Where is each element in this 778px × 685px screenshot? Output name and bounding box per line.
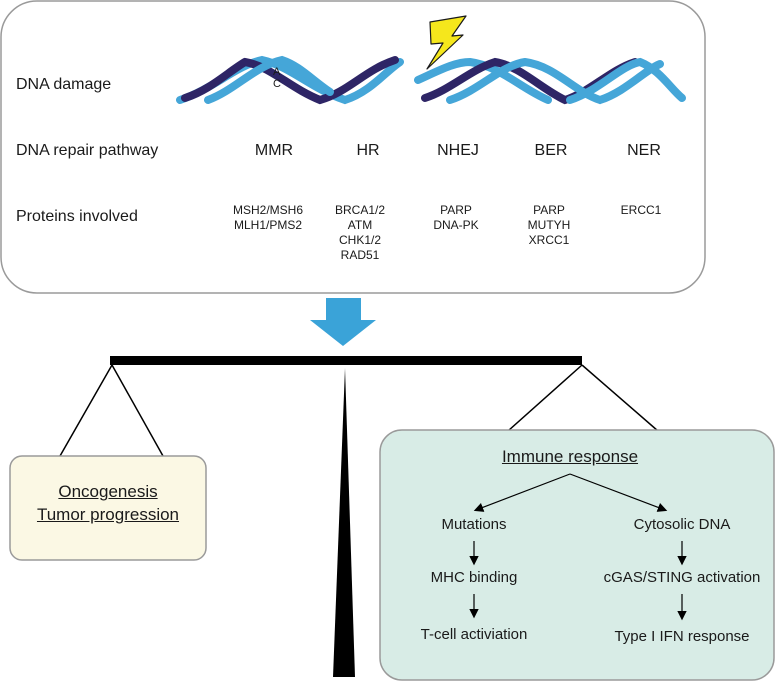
pathway-nhej: NHEJ — [437, 142, 479, 159]
node-type-i-ifn: Type I IFN response — [614, 628, 750, 645]
node-mhc-binding: MHC binding — [430, 569, 518, 586]
pathway-ber: BER — [534, 142, 568, 159]
row-label-damage: DNA damage — [16, 76, 112, 93]
down-arrow-icon — [310, 298, 376, 346]
left-box-line1: Oncogenesis — [58, 482, 158, 501]
pathway-mmr: MMR — [254, 142, 294, 159]
proteins-ber: PARP MUTYH XRCC1 — [527, 203, 571, 247]
node-mutations: Mutations — [441, 516, 507, 533]
node-cytosolic-dna: Cytosolic DNA — [633, 516, 731, 533]
dna-helix-left — [176, 55, 404, 105]
pathway-hr: HR — [356, 142, 380, 159]
lightning-bolt-icon — [426, 15, 467, 70]
proteins-ner: ERCC1 — [620, 203, 662, 217]
node-cgas-sting: cGAS/STING activation — [603, 569, 761, 586]
immune-response-title: Immune response — [501, 447, 639, 466]
dna-helix-right — [414, 57, 686, 105]
left-hanger-lines — [59, 364, 164, 457]
pathway-ner: NER — [627, 142, 661, 159]
balance-beam — [110, 356, 582, 365]
row-label-pathway: DNA repair pathway — [16, 142, 159, 159]
right-hanger-lines — [507, 364, 659, 432]
proteins-nhej: PARP DNA-PK — [433, 203, 479, 232]
row-label-proteins: Proteins involved — [16, 208, 138, 225]
node-t-cell-activation: T-cell activiation — [420, 626, 528, 643]
left-box-line2: Tumor progression — [36, 505, 180, 524]
mismatch-base-top: A — [273, 66, 281, 78]
proteins-mmr: MSH2/MSH6 MLH1/PMS2 — [232, 203, 303, 232]
balance-fulcrum — [333, 368, 355, 677]
immune-arrows — [469, 473, 687, 621]
left-box — [9, 455, 207, 561]
mismatch-base-bottom: C — [273, 78, 281, 90]
proteins-hr: BRCA1/2 ATM CHK1/2 RAD51 — [334, 203, 386, 262]
